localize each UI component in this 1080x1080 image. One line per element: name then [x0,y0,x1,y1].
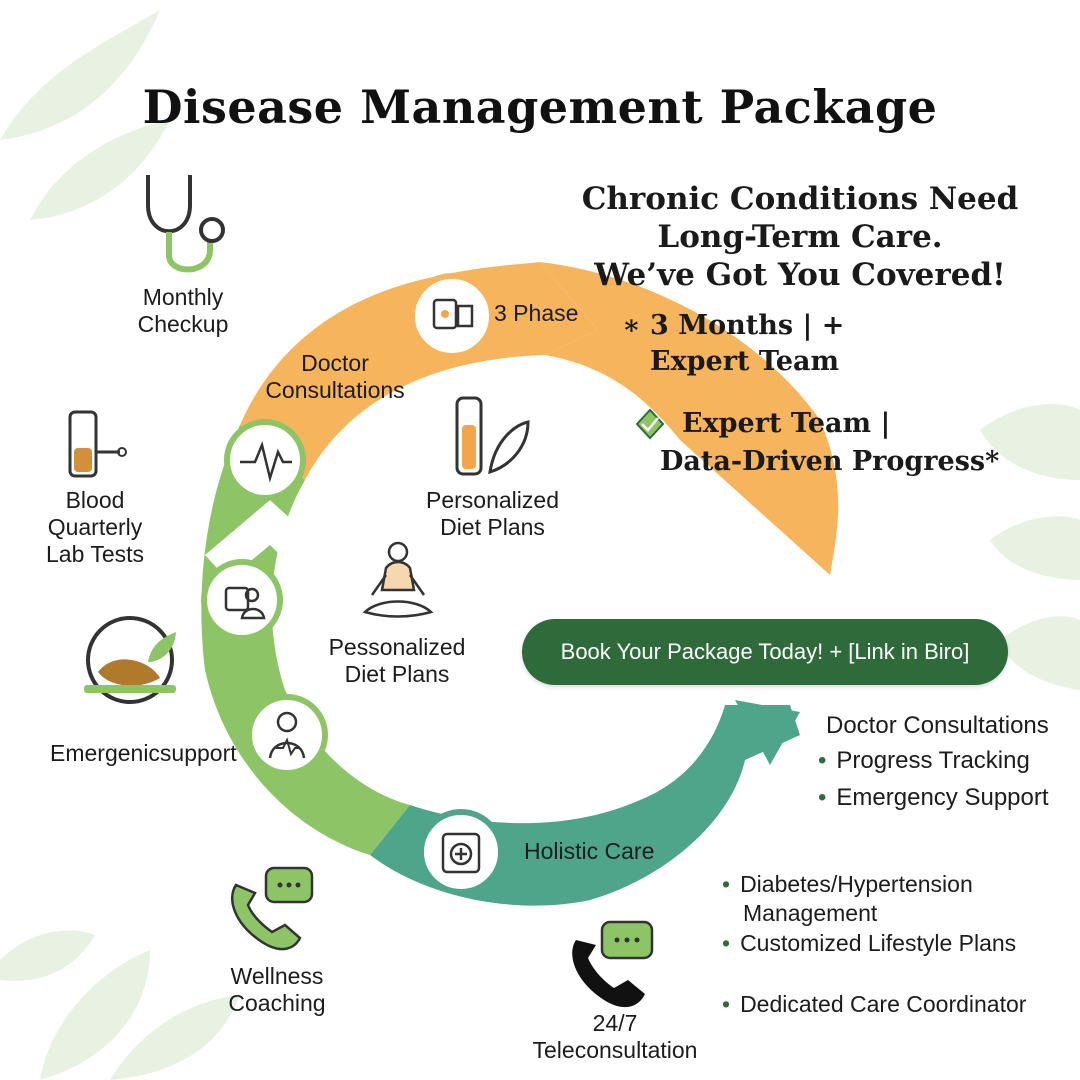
phase-label: 3 Phase [494,300,579,326]
wellness-coaching-line-1: Wellness [230,963,324,989]
bottom-list-item: • Dedicated Care Coordinator [722,989,1026,1019]
bullet-icon: • [818,747,827,774]
cycle-arrow-orange [240,262,598,480]
bullet-icon: • [722,991,731,1017]
heartbeat-icon-badge [224,419,306,501]
blood-lab-line-1: Blood [65,487,125,513]
pessonalized-diet-line-2: Diet Plans [344,661,450,687]
cycle-arrow-orange-tail [540,262,839,575]
personalized-diet-label: Personalized Diet Plans [410,487,575,541]
bullet-icon: • [818,784,827,811]
tagline-sub-1: ∗ 3 Months | + [622,310,845,341]
right-list-item-text: Progress Tracking [836,747,1030,774]
cycle-arrowhead-teal [735,700,800,765]
teleconsultation-line-2: Teleconsultation [532,1037,698,1063]
stethoscope-icon [146,175,225,273]
blood-lab-line-3: Lab Tests [45,541,145,567]
doctor-consultations-label: Doctor Consultations [250,350,420,404]
holistic-care-label: Holistic Care [524,838,655,864]
tagline-line-2: Long-Term Care. [657,219,943,255]
phone-chat-icon [231,866,314,951]
blood-lab-line-2: Quarterly [47,514,143,540]
monthly-checkup-label: Monthly Checkup [118,284,248,338]
teleconsultation-label: 24/7 Teleconsultation [520,1010,710,1064]
emergency-support-label: Emergenicsupport [50,740,237,766]
bottom-list-item: • Diabetes/Hypertension [722,869,973,899]
yoga-person-icon [362,541,434,618]
personalized-diet-line-2: Diet Plans [440,514,545,540]
book-package-button[interactable]: Book Your Package Today! + [Link in Biro… [522,619,1008,685]
consult-icon-badge [201,559,283,641]
phase-icon-badge [409,273,495,359]
decorative-leaves [0,10,1080,1080]
teleconsultation-line-1: 24/7 [592,1010,638,1036]
test-tube-leaf-icon [455,396,530,476]
right-list-item: • Emergency Support [818,783,1049,813]
teleconsult-phone-icon [572,920,654,1008]
bullet-icon: • [722,930,731,956]
tagline-sub-2: Expert Team [650,346,840,377]
checkmark-badge-icon [635,408,665,440]
bottom-list-item-text: Dedicated Care Coordinator [740,991,1027,1017]
bottom-list-item-text: Diabetes/Hypertension [740,871,973,897]
bottom-list-item-continued: Management [743,900,878,926]
tagline-line-3: We’ve Got You Covered! [594,257,1006,293]
bullet-icon: • [722,871,731,897]
wellness-coaching-label: Wellness Coaching [212,963,342,1017]
right-list-item: • Progress Tracking [818,746,1030,776]
person-icon-badge [246,694,328,776]
personalized-diet-line-1: Personalized [426,487,559,513]
medical-case-icon-badge [418,809,504,895]
tagline-sub-3: Expert Team | [682,408,891,439]
right-list-heading: Doctor Consultations [826,712,1049,739]
bottom-list-item-text: Customized Lifestyle Plans [740,930,1017,956]
monthly-checkup-line-2: Checkup [137,311,229,337]
pessonalized-diet-line-1: Pessonalized [328,634,466,660]
tagline-line-1: Chronic Conditions Need [581,181,1019,217]
page-title: Disease Management Package [142,80,938,134]
doctor-consultations-line-1: Doctor [301,350,369,376]
bottom-list-item: • Customized Lifestyle Plans [722,928,1016,958]
blood-test-tube-icon [68,410,127,478]
pessonalized-diet-label: Pessonalized Diet Plans [318,634,476,688]
blood-lab-tests-label: Blood Quarterly Lab Tests [30,487,160,568]
doctor-consultations-line-2: Consultations [265,377,405,403]
tagline-sub-4: Data-Driven Progress* [660,446,1000,477]
right-list-item-text: Emergency Support [836,784,1049,811]
tagline: Chronic Conditions Need Long-Term Care. … [560,180,1040,294]
monthly-checkup-line-1: Monthly [142,284,224,310]
wellness-coaching-line-2: Coaching [228,990,326,1016]
meal-plate-icon [84,616,176,704]
